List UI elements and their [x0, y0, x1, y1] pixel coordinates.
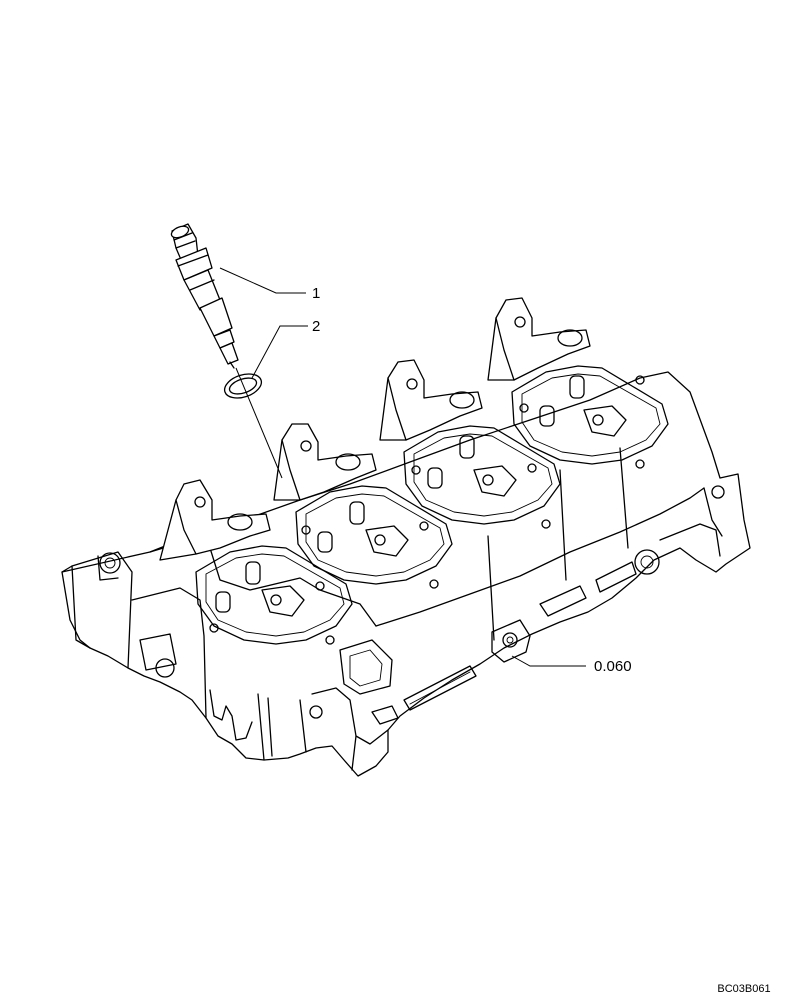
- cylinder-head: [61, 297, 751, 777]
- fuel-injector: [170, 223, 239, 369]
- callout-2-leader: [251, 325, 308, 379]
- camshaft-towers: [159, 297, 591, 561]
- callout-0060-label: 0.060: [594, 658, 632, 675]
- callout-2-label: 2: [312, 318, 320, 335]
- valve-chambers: [195, 365, 669, 645]
- figure-code: BC03B061: [717, 983, 770, 995]
- callout-1-label: 1: [312, 285, 320, 302]
- callout-1-leader: [219, 267, 306, 294]
- callout-0060-leader: [511, 655, 586, 667]
- head-bolt-holes: [209, 375, 645, 645]
- installation-axis-line: [235, 367, 283, 479]
